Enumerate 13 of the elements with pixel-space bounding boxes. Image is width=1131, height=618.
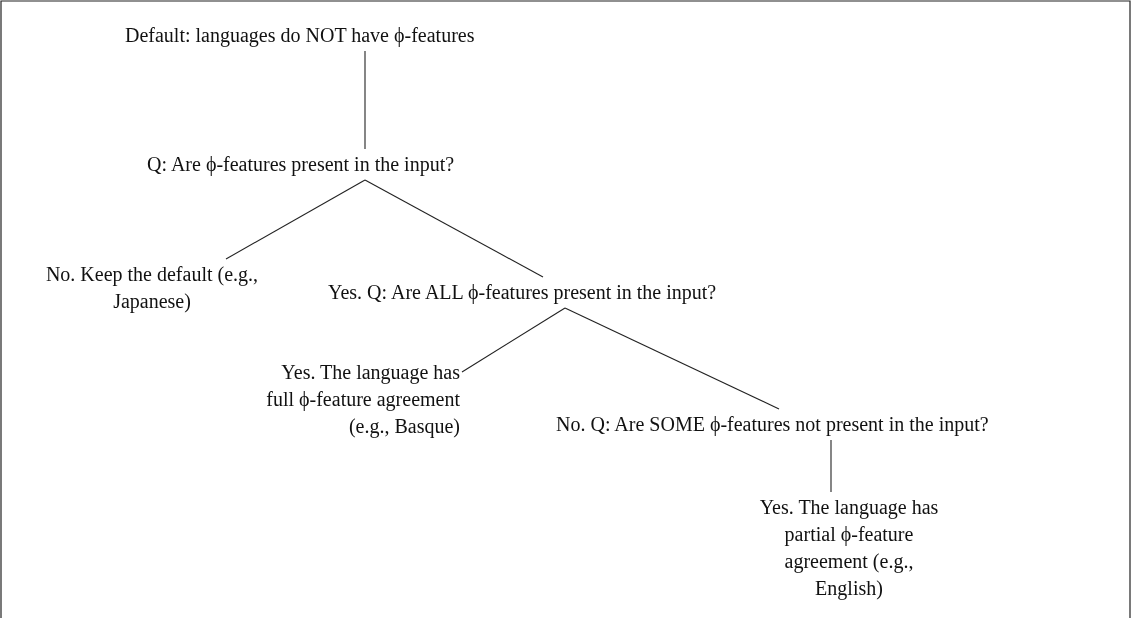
node-text: No. Q: Are SOME ϕ-features not present in the input? xyxy=(556,412,989,438)
tree-branch-line xyxy=(564,307,780,410)
tree-branch-line xyxy=(830,439,832,493)
node-text: Q: Are ϕ-features present in the input? xyxy=(147,152,455,178)
tree-branch-line xyxy=(225,179,366,260)
node-text: Yes. The language has partial ϕ-feature agreement (e.g., English) xyxy=(758,495,940,602)
tree-branch-line xyxy=(461,307,566,373)
tree-branch-line xyxy=(364,50,366,150)
node-text: Default: languages do NOT have ϕ-features xyxy=(125,23,475,49)
node-text: Yes. The language has full ϕ-feature agreement (e.g., Basque) xyxy=(265,360,460,440)
tree-branch-line xyxy=(364,179,544,278)
node-text: Yes. Q: Are ALL ϕ-features present in the input? xyxy=(328,280,717,306)
node-text: No. Keep the default (e.g., Japanese) xyxy=(44,262,260,315)
